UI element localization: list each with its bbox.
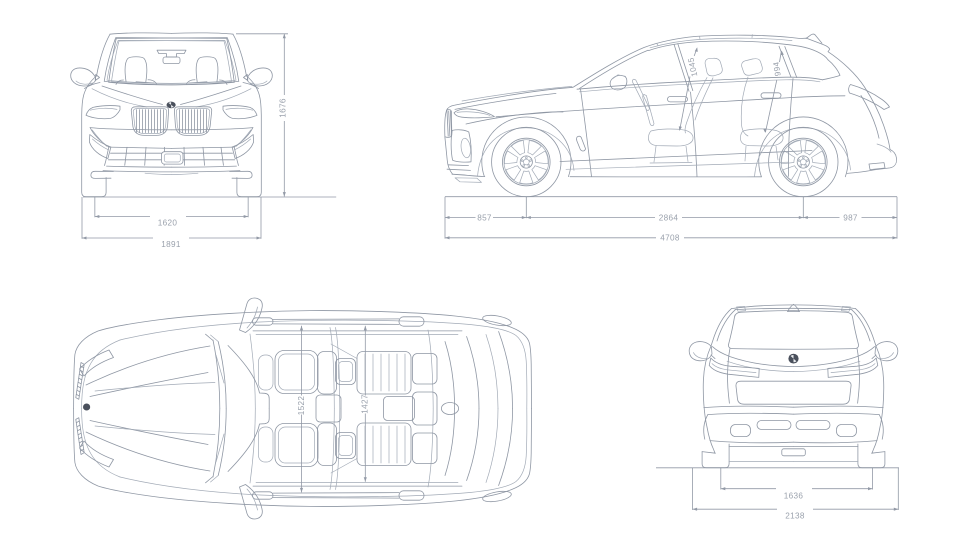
svg-text:987: 987 (843, 213, 858, 222)
svg-text:1522: 1522 (297, 396, 306, 416)
svg-text:1045: 1045 (686, 56, 699, 77)
svg-text:4708: 4708 (660, 234, 680, 243)
svg-text:857: 857 (477, 213, 492, 222)
svg-text:1676: 1676 (278, 98, 287, 118)
svg-text:994: 994 (772, 61, 783, 77)
svg-text:1620: 1620 (158, 219, 178, 228)
svg-text:1891: 1891 (161, 240, 181, 249)
svg-text:2864: 2864 (659, 213, 679, 222)
svg-text:1636: 1636 (784, 492, 804, 501)
svg-text:1427: 1427 (360, 394, 369, 414)
svg-text:2138: 2138 (785, 512, 805, 521)
